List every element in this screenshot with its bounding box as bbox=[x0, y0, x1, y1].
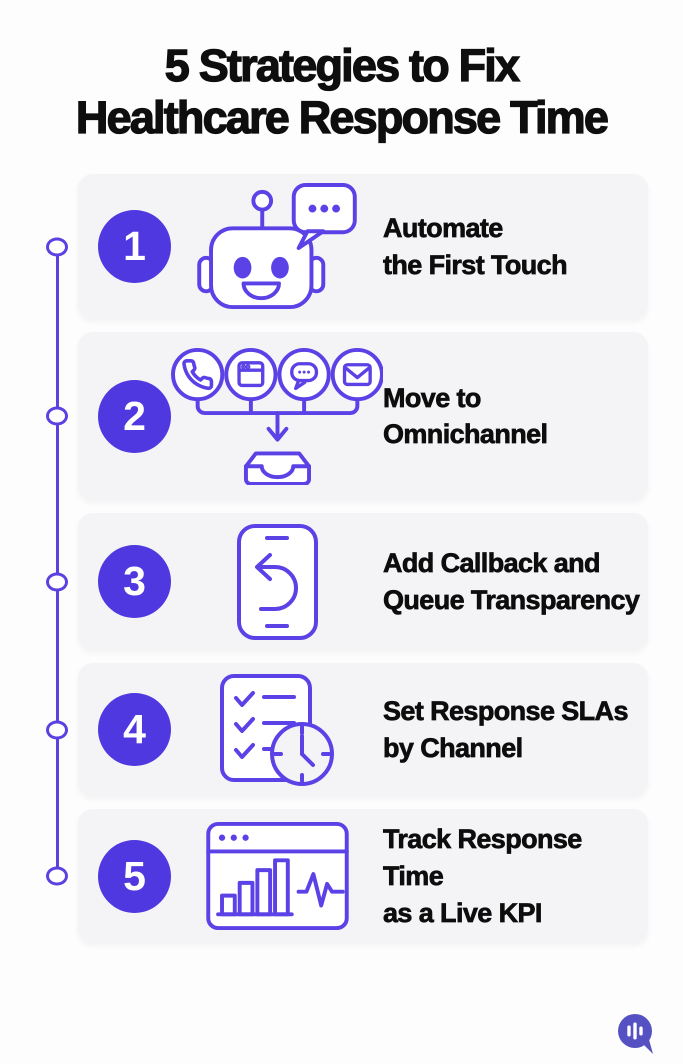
phone-callback-icon bbox=[171, 523, 383, 641]
strategy-row-3: 3 Add Callback and Queue Transparency bbox=[46, 513, 648, 651]
brand-logo-icon bbox=[615, 1011, 658, 1055]
strategy-card: 4 Set Response SLAs bbox=[78, 663, 648, 797]
step-number-badge: 2 bbox=[98, 379, 171, 453]
strategy-list: 1 Automate the Firs bbox=[0, 174, 648, 944]
step-number-badge: 4 bbox=[98, 693, 171, 767]
step-title: Add Callback and Queue Transparency bbox=[383, 548, 641, 615]
strategy-card: 1 Automate the Firs bbox=[78, 174, 648, 320]
step-number-badge: 5 bbox=[98, 839, 171, 913]
strategy-row-4: 4 Set Response SLAs bbox=[46, 663, 648, 797]
timeline-node bbox=[46, 720, 68, 740]
strategy-row-5: 5 Track Response Time as a Live KPI bbox=[46, 809, 648, 944]
strategy-card: 5 Track Response Time as a Live KPI bbox=[78, 809, 648, 944]
chatbot-robot-icon bbox=[171, 182, 383, 311]
timeline-node bbox=[46, 237, 68, 257]
step-number-badge: 1 bbox=[98, 210, 171, 284]
checklist-clock-icon bbox=[171, 672, 383, 788]
step-title: Track Response Time as a Live KPI bbox=[383, 824, 583, 928]
strategy-card: 3 Add Callback and Queue Transparency bbox=[78, 513, 648, 651]
kpi-dashboard-icon bbox=[171, 821, 383, 931]
timeline-node bbox=[46, 572, 68, 592]
strategy-row-2: 2 bbox=[46, 332, 648, 501]
page-title: 5 Strategies to Fix Healthcare Response … bbox=[75, 39, 609, 144]
step-title: Set Response SLAs by Channel bbox=[383, 696, 629, 763]
step-title: Move to Omnichannel bbox=[383, 382, 549, 450]
timeline-line bbox=[56, 247, 59, 878]
strategy-card: 2 bbox=[78, 332, 648, 501]
strategy-row-1: 1 Automate the Firs bbox=[46, 174, 648, 320]
timeline-node bbox=[46, 866, 68, 886]
timeline-node bbox=[46, 406, 68, 426]
omnichannel-inbox-icon bbox=[171, 347, 383, 486]
step-number-badge: 3 bbox=[98, 545, 171, 619]
step-title: Automate the First Touch bbox=[383, 213, 568, 280]
